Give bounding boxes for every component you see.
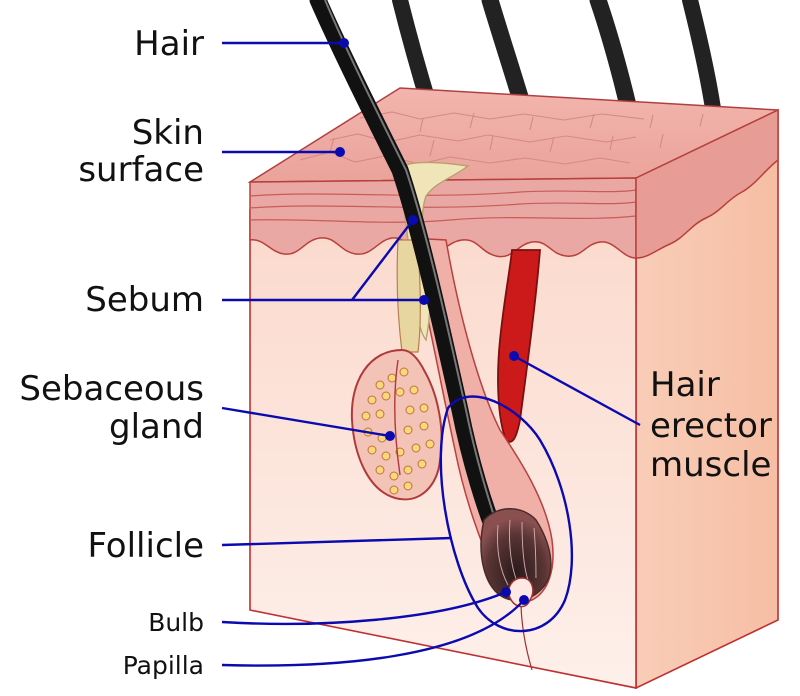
hair-erector-muscle-label-line2: erector — [650, 406, 772, 446]
labels: Hair Skin surface Sebum Sebaceous gland … — [19, 24, 771, 680]
leader-lines — [221, 38, 641, 667]
follicle-outline — [439, 395, 574, 633]
skin-surface-label-line2: surface — [78, 150, 204, 190]
papilla-label: Papilla — [123, 651, 204, 680]
epidermis-side — [635, 108, 779, 259]
sebaceous-gland-label-line1: Sebaceous — [19, 369, 204, 409]
sebaceous-gland-label-line2: gland — [109, 407, 204, 447]
hair-erector-muscle-label-line1: Hair — [650, 365, 720, 405]
epidermis-strata — [249, 189, 637, 223]
hair-erector-muscle-label-line3: muscle — [650, 445, 771, 485]
sebaceous-gland-shape — [350, 348, 443, 501]
hair-label: Hair — [134, 24, 204, 64]
sebum-label: Sebum — [85, 280, 204, 320]
bulb-label: Bulb — [148, 608, 204, 637]
hair-shaft — [309, 0, 509, 554]
skin-surface-label-line1: Skin — [132, 113, 204, 153]
follicle-label: Follicle — [87, 526, 204, 566]
